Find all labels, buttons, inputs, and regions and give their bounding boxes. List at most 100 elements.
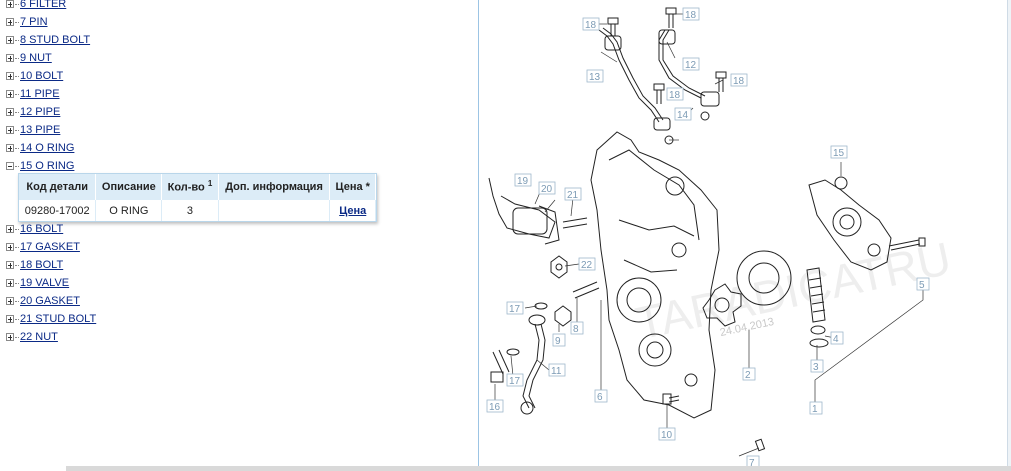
callout-label: 7 [749, 458, 755, 469]
expand-icon[interactable] [6, 90, 14, 98]
tree-item-label[interactable]: 14 O RING [20, 142, 75, 154]
timing-cover [590, 131, 720, 419]
callout-label: 17 [509, 304, 521, 315]
tree-item-label[interactable]: 16 BOLT [20, 223, 64, 235]
watermark: TARADICATRU [631, 232, 955, 349]
exploded-view-drawing: TARADICATRU 24.04.2013 [486, 7, 955, 469]
callout-label: 8 [573, 324, 579, 335]
callout-label: 3 [813, 362, 819, 373]
expand-icon[interactable] [6, 72, 14, 80]
expand-icon[interactable] [6, 18, 14, 26]
tree-item-7[interactable]: 7 PIN [6, 13, 48, 31]
callout-label: 2 [745, 370, 751, 381]
column-header-description: Описание [95, 174, 163, 200]
price-link[interactable]: Цена [339, 204, 367, 217]
expand-icon[interactable] [6, 333, 14, 341]
tree-item-14[interactable]: 14 O RING [6, 139, 74, 157]
tree-item-20[interactable]: 20 GASKET [6, 292, 80, 310]
callout-label: 1 [812, 404, 818, 415]
callout-label: 14 [677, 110, 689, 121]
parts-tree: 6 FILTER 7 PIN 8 STUD BOLT 9 NUT 10 BOLT… [0, 0, 478, 471]
callout-label: 22 [581, 260, 593, 271]
tree-item-17[interactable]: 17 GASKET [6, 238, 80, 256]
stud-21 [562, 217, 588, 229]
vertical-scrollbar[interactable] [1007, 0, 1011, 466]
expand-icon[interactable] [6, 261, 14, 269]
tree-item-label[interactable]: 12 PIPE [20, 106, 61, 118]
tree-item-label[interactable]: 19 VALVE [20, 277, 70, 289]
tree-item-label[interactable]: 9 NUT [20, 52, 52, 64]
column-header-info: Доп. информация [218, 174, 331, 200]
callout-label: 18 [685, 10, 697, 21]
tree-item-label[interactable]: 15 O RING [20, 160, 75, 172]
tree-item-11[interactable]: 11 PIPE [6, 85, 60, 103]
callout-label: 16 [489, 402, 501, 413]
tree-item-label[interactable]: 7 PIN [20, 16, 48, 28]
tree-item-13[interactable]: 13 PIPE [6, 121, 60, 139]
tree-item-8[interactable]: 8 STUD BOLT [6, 31, 90, 49]
tree-item-10[interactable]: 10 BOLT [6, 67, 63, 85]
horizontal-scrollbar[interactable] [66, 466, 1011, 471]
oil-control-valve [488, 177, 556, 239]
tree-item-label[interactable]: 11 PIPE [20, 88, 60, 100]
footnote-marker: 1 [207, 179, 213, 189]
callout-label: 18 [733, 76, 745, 87]
expand-icon[interactable] [6, 225, 14, 233]
expand-icon[interactable] [6, 144, 14, 152]
callout-label: 10 [661, 430, 673, 441]
tree-item-12[interactable]: 12 PIPE [6, 103, 60, 121]
parts-diagram: TARADICATRU 24.04.2013 [478, 0, 1011, 471]
tree-item-6[interactable]: 6 FILTER [6, 0, 66, 13]
part-info-cell [218, 199, 331, 221]
callout-label: 6 [597, 392, 603, 403]
pipe-11 [522, 323, 540, 409]
callout-label: 15 [833, 148, 845, 159]
callout-label: 4 [833, 334, 839, 345]
tree-item-label[interactable]: 22 NUT [20, 331, 58, 343]
expand-icon[interactable] [6, 243, 14, 251]
tree-item-15[interactable]: 15 O RING [6, 157, 74, 175]
tree-item-label[interactable]: 17 GASKET [20, 241, 80, 253]
tree-item-label[interactable]: 10 BOLT [20, 70, 64, 82]
callout-label: 17 [509, 376, 521, 387]
expand-icon[interactable] [6, 0, 14, 8]
expand-icon[interactable] [6, 36, 14, 44]
tree-item-label[interactable]: 6 FILTER [20, 0, 67, 10]
tree-item-label[interactable]: 20 GASKET [20, 295, 80, 307]
gear [702, 283, 742, 327]
expand-icon[interactable] [6, 108, 14, 116]
tree-item-22[interactable]: 22 NUT [6, 328, 58, 346]
callout-label: 9 [555, 336, 561, 347]
part-code-cell: 09280-17002 [19, 199, 97, 221]
diagram-callouts: 1 2 3 4 5 6 7 8 9 10 11 12 13 1 [486, 7, 930, 469]
relief-spring [806, 267, 826, 323]
tree-item-label[interactable]: 8 STUD BOLT [20, 34, 91, 46]
nut-22 [550, 255, 568, 279]
tree-item-label[interactable]: 13 PIPE [20, 124, 61, 136]
callout-label: 20 [541, 184, 553, 195]
part-price-cell: Цена [329, 199, 376, 221]
tree-item-label[interactable]: 21 STUD BOLT [20, 313, 97, 325]
tree-item-16[interactable]: 16 BOLT [6, 220, 63, 238]
tree-item-9[interactable]: 9 NUT [6, 49, 52, 67]
expand-icon[interactable] [6, 279, 14, 287]
tree-item-19[interactable]: 19 VALVE [6, 274, 69, 292]
part-description-cell: O RING [95, 199, 163, 221]
part-quantity-cell: 3 [161, 199, 219, 221]
expand-icon[interactable] [6, 54, 14, 62]
expand-icon[interactable] [6, 297, 14, 305]
nut-9 [554, 305, 572, 327]
column-header-price: Цена * [329, 174, 376, 200]
collapse-icon[interactable] [6, 162, 14, 170]
callout-label: 5 [919, 280, 925, 291]
expand-icon[interactable] [6, 126, 14, 134]
callout-label: 21 [567, 190, 579, 201]
tree-item-18[interactable]: 18 BOLT [6, 256, 63, 274]
tree-item-21[interactable]: 21 STUD BOLT [6, 310, 96, 328]
callout-label: 12 [685, 60, 697, 71]
stud-8 [572, 281, 600, 299]
pipe-12 [658, 29, 702, 99]
tree-item-label[interactable]: 18 BOLT [20, 259, 64, 271]
expand-icon[interactable] [6, 315, 14, 323]
pipe-13 [598, 29, 660, 123]
